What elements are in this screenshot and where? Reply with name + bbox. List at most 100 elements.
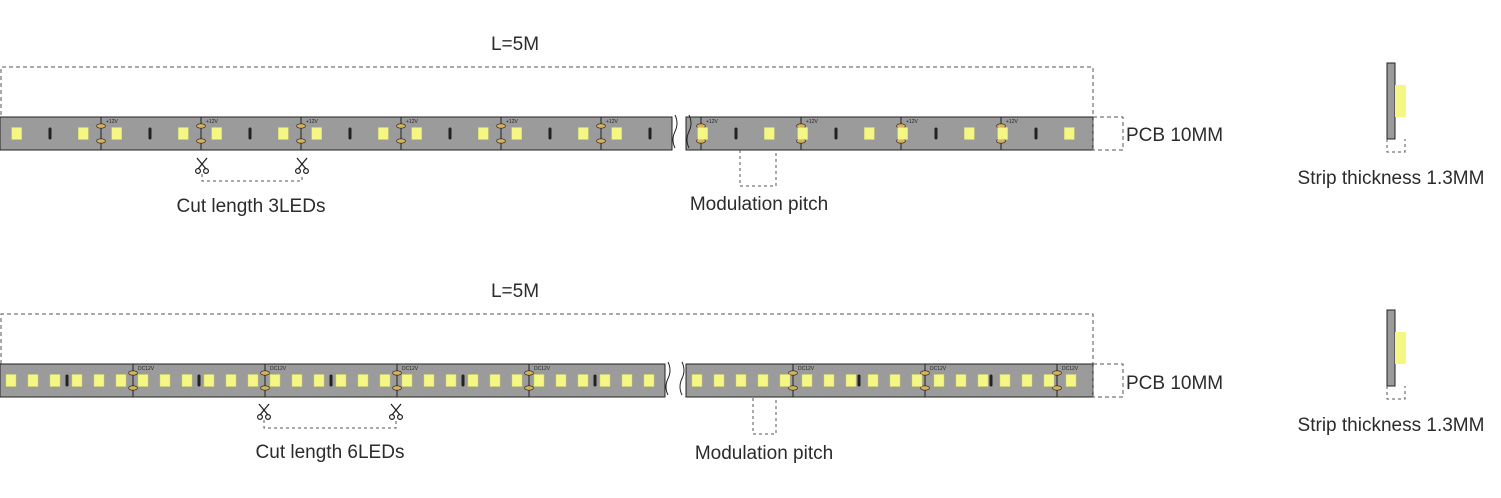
- solder-pad: [788, 370, 798, 376]
- resistor: [934, 127, 938, 140]
- led-chip: [889, 374, 901, 387]
- led-chip: [578, 127, 589, 140]
- led-chip: [111, 127, 122, 140]
- resistor: [329, 374, 333, 387]
- resistor: [348, 127, 352, 140]
- pad-marking: DC12V: [138, 366, 155, 372]
- solder-pad: [524, 370, 534, 376]
- led-chip: [445, 374, 457, 387]
- led-chip: [93, 374, 105, 387]
- pad-marking: +12V: [906, 119, 918, 125]
- solder-pad: [496, 138, 506, 144]
- solder-pad: [788, 385, 798, 391]
- solder-pad: [396, 123, 406, 129]
- led-chip: [555, 374, 567, 387]
- solder-pad: [196, 138, 206, 144]
- scissors-icon: [294, 157, 310, 175]
- modulation-pitch-label: Modulation pitch: [690, 194, 828, 215]
- pad-marking: +12V: [506, 119, 518, 125]
- pad-marking: +12V: [806, 119, 818, 125]
- solder-pad: [392, 370, 402, 376]
- resistor: [1034, 127, 1038, 140]
- led-chip: [801, 374, 813, 387]
- led-chip: [823, 374, 835, 387]
- resistor: [197, 374, 201, 387]
- resistor: [448, 127, 452, 140]
- led-chip: [955, 374, 967, 387]
- pad-marking: +12V: [706, 119, 718, 125]
- led-chip: [911, 374, 923, 387]
- strip-side-view: [1386, 62, 1406, 153]
- pcb-width-label: PCB 10MM: [1126, 373, 1223, 394]
- resistor: [548, 127, 552, 140]
- led-chip: [691, 374, 703, 387]
- led-chip: [867, 374, 879, 387]
- modulation-pitch-dimension: [752, 398, 777, 435]
- resistor: [148, 127, 152, 140]
- scissors-icon: [194, 157, 210, 175]
- solder-pad: [96, 123, 106, 129]
- led-chip: [71, 374, 83, 387]
- led-chip: [964, 127, 975, 140]
- solder-pad: [596, 123, 606, 129]
- resistor: [857, 374, 861, 387]
- led-chip: [278, 127, 289, 140]
- led-chip: [311, 127, 322, 140]
- scissors-icon: [388, 403, 404, 421]
- led-chip: [897, 127, 908, 140]
- led-chip: [335, 374, 347, 387]
- modulation-pitch-dimension: [739, 150, 777, 187]
- strip-side-view: [1386, 309, 1406, 400]
- solder-pad: [920, 385, 930, 391]
- pcb-width-dimension: [1092, 116, 1124, 151]
- pad-marking: DC12V: [798, 366, 815, 372]
- pcb-width-dimension: [1092, 363, 1124, 398]
- pad-marking: DC12V: [1062, 366, 1079, 372]
- length-label: L=5M: [491, 34, 539, 55]
- led-chip: [1064, 127, 1075, 140]
- led-chip: [797, 127, 808, 140]
- led-chip: [533, 374, 545, 387]
- led-chip: [621, 374, 633, 387]
- thickness-label: Strip thickness 1.3MM: [1298, 168, 1485, 189]
- resistor: [648, 127, 652, 140]
- led-chip: [577, 374, 589, 387]
- cut-length-label: Cut length 3LEDs: [177, 196, 326, 217]
- length-dimension-line: [0, 313, 1094, 364]
- cut-length-dimension: [263, 420, 397, 429]
- solder-pad: [296, 138, 306, 144]
- led-chip: [49, 374, 61, 387]
- led-chip: [401, 374, 413, 387]
- cut-length-dimension: [201, 174, 303, 182]
- pad-marking: +12V: [406, 119, 418, 125]
- led-chip: [11, 127, 22, 140]
- pad-marking: DC12V: [534, 366, 551, 372]
- resistor: [48, 127, 52, 140]
- led-chip: [511, 374, 523, 387]
- led-chip: [735, 374, 747, 387]
- led-chip: [764, 127, 775, 140]
- pad-marking: +12V: [106, 119, 118, 125]
- led-chip: [611, 127, 622, 140]
- led-chip: [779, 374, 791, 387]
- solder-pad: [1052, 385, 1062, 391]
- solder-pad: [524, 385, 534, 391]
- resistor: [461, 374, 465, 387]
- led-chip: [115, 374, 127, 387]
- led-chip: [697, 127, 708, 140]
- led-chip: [211, 127, 222, 140]
- pad-marking: +12V: [206, 119, 218, 125]
- led-chip: [1065, 374, 1077, 387]
- resistor: [248, 127, 252, 140]
- solder-pad: [1052, 370, 1062, 376]
- break-mark: [686, 114, 692, 149]
- solder-pad: [496, 123, 506, 129]
- solder-pad: [596, 138, 606, 144]
- led-chip: [478, 127, 489, 140]
- led-chip: [997, 127, 1008, 140]
- pcb-width-label: PCB 10MM: [1126, 125, 1223, 146]
- led-chip: [423, 374, 435, 387]
